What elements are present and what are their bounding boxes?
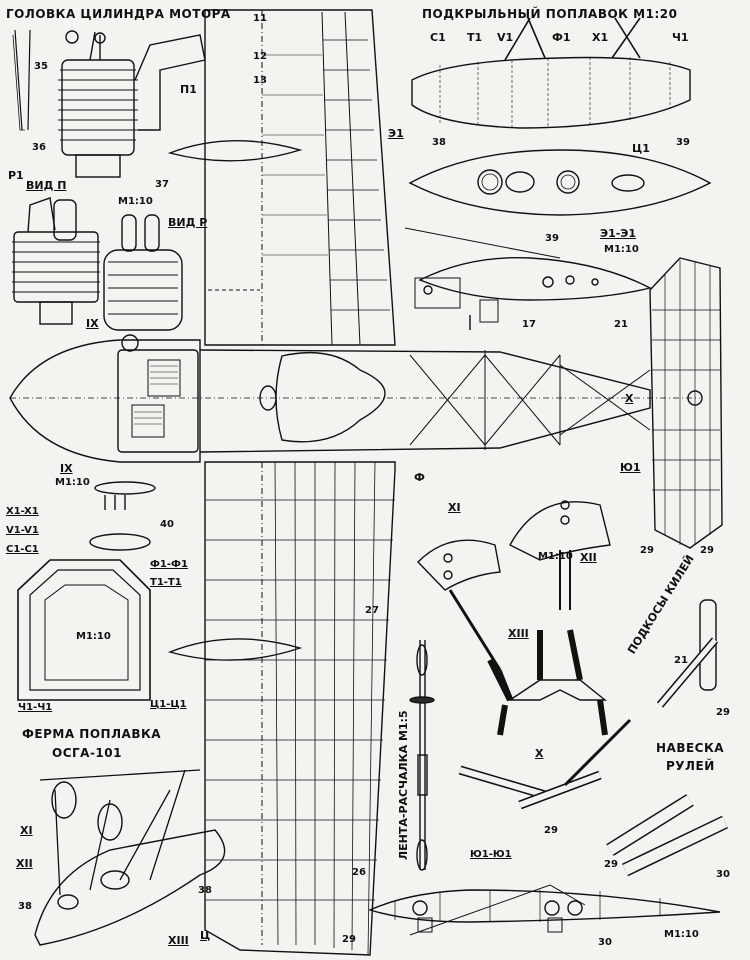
view-r-title: ВИД Р (168, 216, 208, 229)
label-29-strut-lower: 29 (544, 825, 558, 836)
label-37: 37 (155, 179, 169, 190)
wing-root-section (404, 227, 652, 330)
engine-cylinder-head (12, 29, 206, 178)
label-29-bottom: 29 (342, 934, 356, 945)
section-ix-marker: IX (86, 317, 99, 330)
view-arrow-p1: П1 (180, 83, 197, 96)
float-station-4: Ф1 (552, 31, 571, 44)
label-29-tail-left: 29 (640, 545, 654, 556)
section-ix-detail (89, 481, 156, 551)
scale-m110-bottom: М1:10 (664, 929, 699, 940)
section-xiii-marker: XIII (508, 627, 529, 640)
fuselage-plan (9, 339, 700, 463)
section-xiii-float: XIII (168, 934, 189, 947)
rudder-hinge (606, 794, 729, 877)
label-12: 12 (253, 51, 267, 62)
label-29-tail-right: 29 (700, 545, 714, 556)
fin-struts (656, 599, 719, 708)
wing-float-plan (408, 149, 712, 216)
ribbon-brace-title: ЛЕНТА-РАСЧАЛКА М1:5 (397, 710, 410, 860)
lower-wing (167, 461, 396, 956)
section-ts-marker: Ц (200, 929, 211, 942)
section-e1-marker: Э1 (388, 127, 404, 140)
section-xii-marker: XII (580, 551, 597, 564)
label-40: 40 (160, 519, 174, 530)
scale-m110-float-section: М1:10 (76, 631, 111, 642)
label-38-float: 38 (432, 137, 446, 148)
tail-plane (649, 257, 723, 549)
label-29-hinge: 29 (604, 859, 618, 870)
section-xi-float: XI (20, 824, 33, 837)
wing-float-outline-bottom (167, 638, 303, 661)
rudder-hinge-title-1: НАВЕСКА (656, 741, 725, 755)
label-26: 26 (352, 867, 366, 878)
section-ix-title: IX (60, 462, 73, 475)
section-c1-c1-label: С1-С1 (6, 544, 39, 555)
scale-m110-ix: М1:10 (55, 477, 90, 488)
label-30-hinge: 30 (716, 869, 730, 880)
float-station-1: С1 (430, 31, 446, 44)
section-x-strut-marker: X (535, 747, 544, 760)
float-station-3: V1 (497, 31, 514, 44)
scale-m110-top: М1:10 (118, 196, 153, 207)
label-17: 17 (522, 319, 536, 330)
section-x-marker: X (625, 392, 634, 405)
section-f1-f1-label: Ф1-Ф1 (150, 559, 188, 570)
float-truss-title-2: ОСГА-101 (52, 746, 122, 760)
section-ch1-ch1-label: Ч1-Ч1 (18, 702, 53, 713)
section-t1-t1-label: Т1-Т1 (150, 577, 182, 588)
view-arrow-r1: Р1 (8, 169, 24, 182)
upper-wing (167, 9, 396, 346)
label-21-strut: 21 (674, 655, 688, 666)
engine-view-r (103, 214, 183, 352)
label-39-right: 39 (676, 137, 690, 148)
rudder-hinge-title-2: РУЛЕЙ (666, 759, 715, 773)
label-11: 11 (253, 13, 267, 24)
fitting-xii (509, 500, 611, 610)
view-p1-title: ВИД П (26, 179, 67, 192)
float-station-5: Х1 (592, 31, 609, 44)
section-yu1-marker: Ю1 (620, 461, 641, 474)
scale-m110-xii: М1:10 (538, 551, 573, 562)
section-ts1-marker: Ц1 (632, 142, 650, 155)
wing-float-outline-top (167, 140, 303, 162)
label-13: 13 (253, 75, 267, 86)
float-truss-title-1: ФЕРМА ПОПЛАВКА (22, 727, 162, 741)
main-float-truss (34, 769, 226, 946)
float-station-6: Ч1 (672, 31, 689, 44)
engine-head-title: ГОЛОВКА ЦИЛИНДРА МОТОРА (6, 7, 231, 21)
section-e1-e1-title: Э1-Э1 (600, 227, 637, 240)
section-xii-float: XII (16, 857, 33, 870)
label-21-tail: 21 (614, 319, 628, 330)
wing-section-bottom (368, 884, 721, 936)
label-27: 27 (365, 605, 379, 616)
scale-m110-e1: М1:10 (604, 244, 639, 255)
wing-float-side (411, 17, 691, 129)
fitting-xiii (487, 629, 608, 736)
ribbon-brace (409, 640, 435, 871)
section-yu1-yu1-label: Ю1-Ю1 (470, 849, 512, 860)
wing-float-title: ПОДКРЫЛЬНЫЙ ПОПЛАВОК М1:20 (422, 7, 678, 21)
label-30-bottom: 30 (598, 937, 612, 948)
label-36: 36 (32, 142, 46, 153)
section-ts1-ts1-label: Ц1-Ц1 (150, 699, 187, 710)
label-38-float-left: 38 (18, 901, 32, 912)
section-v1-v1-label: V1-V1 (6, 525, 39, 536)
label-39-lower: 39 (545, 233, 559, 244)
label-38-float-right: 38 (198, 885, 212, 896)
label-29-strut: 29 (716, 707, 730, 718)
float-station-2: Т1 (467, 31, 483, 44)
engine-view-p1 (12, 197, 100, 325)
strut-x (458, 718, 632, 810)
section-x1-x1-label: X1-X1 (6, 506, 39, 517)
section-f-marker: Ф (414, 471, 425, 484)
float-cross-sections (17, 559, 151, 701)
label-35: 35 (34, 61, 48, 72)
section-xi-marker: XI (448, 501, 461, 514)
